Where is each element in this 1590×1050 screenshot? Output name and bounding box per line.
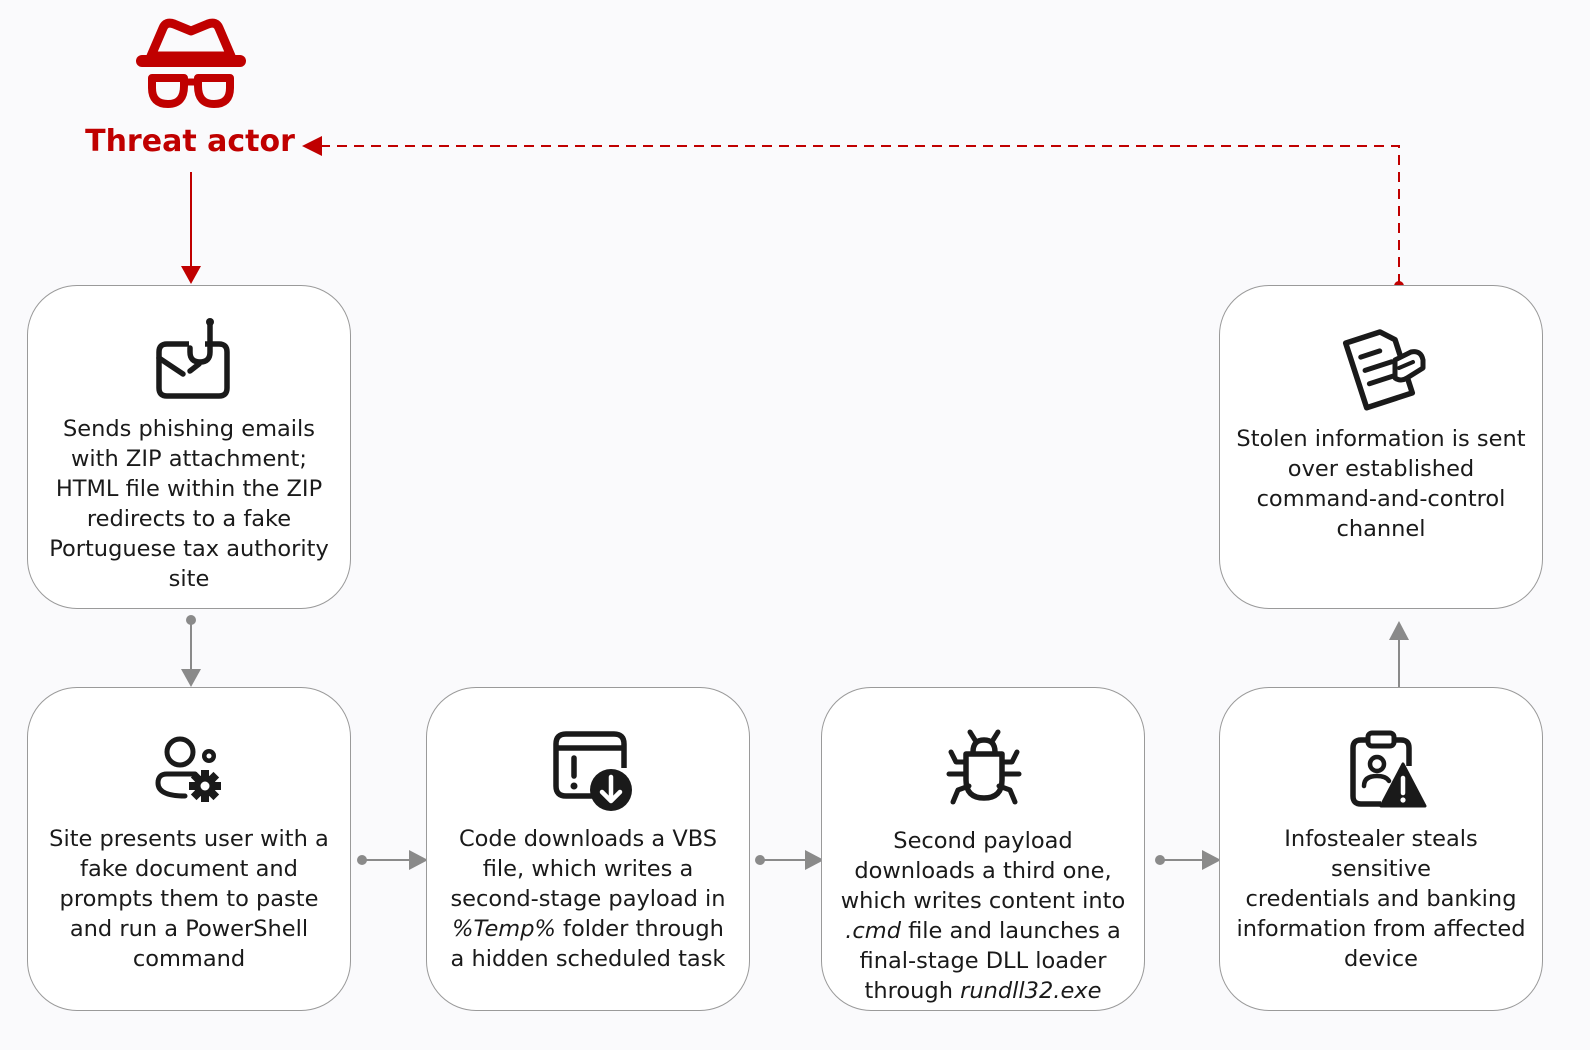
clipboard-user-warning-icon	[1350, 730, 1427, 808]
text-line: redirects to a fake	[86, 506, 292, 532]
text-line: with ZIP attachment;	[71, 446, 307, 472]
text-line: Infostealer steals sensitive	[1284, 826, 1478, 882]
text-line: downloads a third one,	[854, 858, 1112, 884]
temp-folder-text: %Temp%	[452, 916, 556, 942]
text-line: site	[168, 566, 210, 592]
text-line: command-and-control	[1256, 486, 1506, 512]
window-download-alert-icon	[553, 731, 632, 811]
site-to-vbs-arrow	[357, 850, 428, 870]
text-line: which writes content into	[840, 888, 1126, 914]
text-line: channel	[1336, 516, 1426, 542]
text-line: through rundll32.exe	[836, 976, 1130, 1006]
incognito-spy-icon	[136, 18, 246, 108]
step-fake-site-box: Site presents user with a fake document …	[27, 687, 351, 1011]
text-line: file, which writes a	[482, 856, 694, 882]
text-line: over established	[1287, 456, 1475, 482]
text-line: Site presents user with a	[49, 826, 329, 852]
text-fragment: folder through	[555, 916, 724, 942]
step-infostealer-text: Infostealer steals sensitive credentials…	[1234, 824, 1528, 974]
text-line: prompts them to paste	[59, 886, 319, 912]
step-exfiltration-box: Stolen information is sent over establis…	[1219, 285, 1543, 609]
phishing-email-hook-icon	[156, 318, 230, 399]
step-second-payload-box: Second payload downloads a third one, wh…	[821, 687, 1145, 1011]
rundll32-text: rundll32.exe	[960, 978, 1102, 1004]
text-line: and run a PowerShell	[69, 916, 309, 942]
text-fragment: file and launches a	[900, 918, 1121, 944]
step-vbs-download-text: Code downloads a VBS file, which writes …	[441, 824, 735, 974]
step-phishing-box: Sends phishing emails with ZIP attachmen…	[27, 285, 351, 609]
threat-actor-label: Threat actor	[85, 124, 295, 159]
text-line: Sends phishing emails	[62, 416, 316, 442]
cmd-extension-text: .cmd	[845, 918, 901, 944]
step-fake-site-text: Site presents user with a fake document …	[42, 824, 336, 974]
text-line: Second payload	[893, 828, 1073, 854]
payload-to-infostealer-arrow	[1155, 850, 1221, 870]
actor-to-phishing-arrow	[181, 172, 201, 284]
step-exfiltration-text: Stolen information is sent over establis…	[1234, 424, 1528, 544]
step-vbs-download-box: Code downloads a VBS file, which writes …	[426, 687, 750, 1011]
vbs-to-payload-arrow	[755, 850, 824, 870]
text-line: information from affected	[1236, 916, 1526, 942]
text-line: Code downloads a VBS	[458, 826, 718, 852]
step-infostealer-box: Infostealer steals sensitive credentials…	[1219, 687, 1543, 1011]
phishing-to-site-arrow	[181, 615, 201, 687]
text-line: Stolen information is sent	[1236, 426, 1526, 452]
text-line: Portuguese tax authority	[49, 536, 329, 562]
text-fragment: through	[864, 978, 961, 1004]
text-line: credentials and banking	[1245, 886, 1517, 912]
user-settings-icon	[155, 736, 221, 802]
exfiltration-to-actor-dashed-arrow	[302, 136, 1404, 291]
step-phishing-text: Sends phishing emails with ZIP attachmen…	[42, 414, 336, 594]
text-line: final-stage DLL loader	[859, 948, 1107, 974]
text-line: .cmd file and launches a	[836, 916, 1130, 946]
bug-icon	[946, 729, 1022, 805]
step-second-payload-text: Second payload downloads a third one, wh…	[836, 826, 1130, 1006]
text-line: second-stage payload in	[450, 886, 726, 912]
text-line: device	[1344, 946, 1418, 972]
text-line: a hidden scheduled task	[450, 946, 726, 972]
text-line: HTML file within the ZIP	[55, 476, 323, 502]
text-line: command	[132, 946, 246, 972]
stolen-documents-icon	[1342, 329, 1426, 411]
text-line: fake document and	[80, 856, 298, 882]
text-line: %Temp% folder through	[441, 914, 735, 944]
